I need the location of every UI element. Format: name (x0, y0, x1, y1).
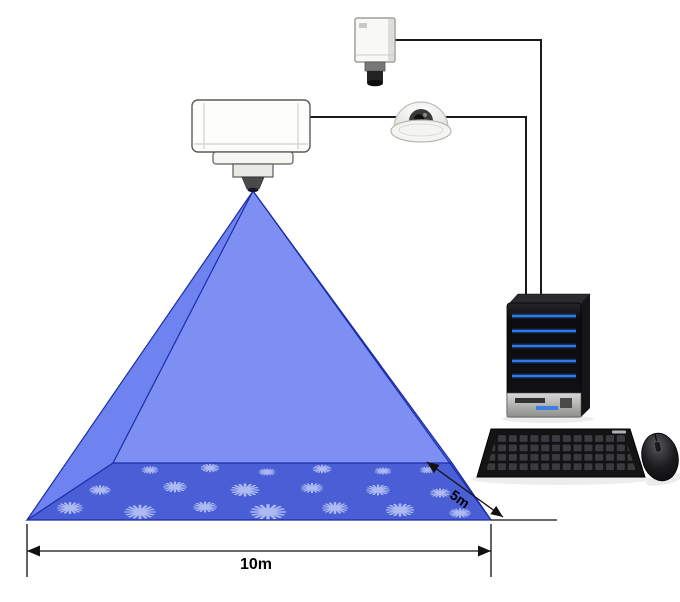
server-tower (502, 293, 594, 423)
keyboard (471, 428, 651, 485)
box-camera-side-shade (388, 19, 394, 61)
dome-camera (390, 101, 452, 143)
box-camera-lens-mount (364, 61, 386, 72)
tower-top-face (508, 293, 591, 305)
box-camera-detail (359, 23, 367, 28)
arrow-upleft-icon (427, 462, 440, 474)
mouse-body (641, 432, 679, 482)
tower-vent (515, 398, 545, 403)
wire-box-camera-to-server (395, 39, 542, 301)
keyboard-logo (612, 430, 626, 434)
tower-side-face (581, 294, 590, 417)
cone-front-face (27, 191, 491, 520)
box-camera-lens-barrel (367, 71, 383, 82)
box-camera (354, 17, 396, 87)
dome-camera-ring (398, 123, 444, 137)
width-label: 10m (240, 556, 272, 573)
dimension-width (26, 524, 492, 577)
mouse-scroll-wheel (653, 440, 662, 453)
dimension-depth (426, 461, 557, 521)
ceiling-projector (191, 99, 311, 193)
dome-camera-highlight (423, 113, 427, 117)
light-cone (25, 190, 493, 521)
cone-edges (25, 190, 493, 521)
projection-floor (27, 463, 491, 520)
depth-arrow-line (426, 461, 504, 518)
box-camera-lens-icon (367, 79, 383, 87)
wire-projector-to-server (310, 116, 527, 301)
arrow-left-icon (27, 545, 40, 557)
projector-lens-icon (247, 187, 259, 193)
projector-flange (212, 151, 294, 165)
mouse (641, 432, 680, 486)
tower-power-button (560, 398, 572, 408)
arrow-right-icon (478, 545, 491, 557)
projector-neck (232, 163, 274, 178)
tower-led-stripes (512, 313, 576, 379)
dome-camera-base (390, 119, 452, 143)
projector-lens-cone (241, 176, 265, 190)
arrow-downright-icon (490, 505, 503, 517)
keyboard-keys (486, 434, 636, 471)
tower-base-led (536, 406, 558, 410)
